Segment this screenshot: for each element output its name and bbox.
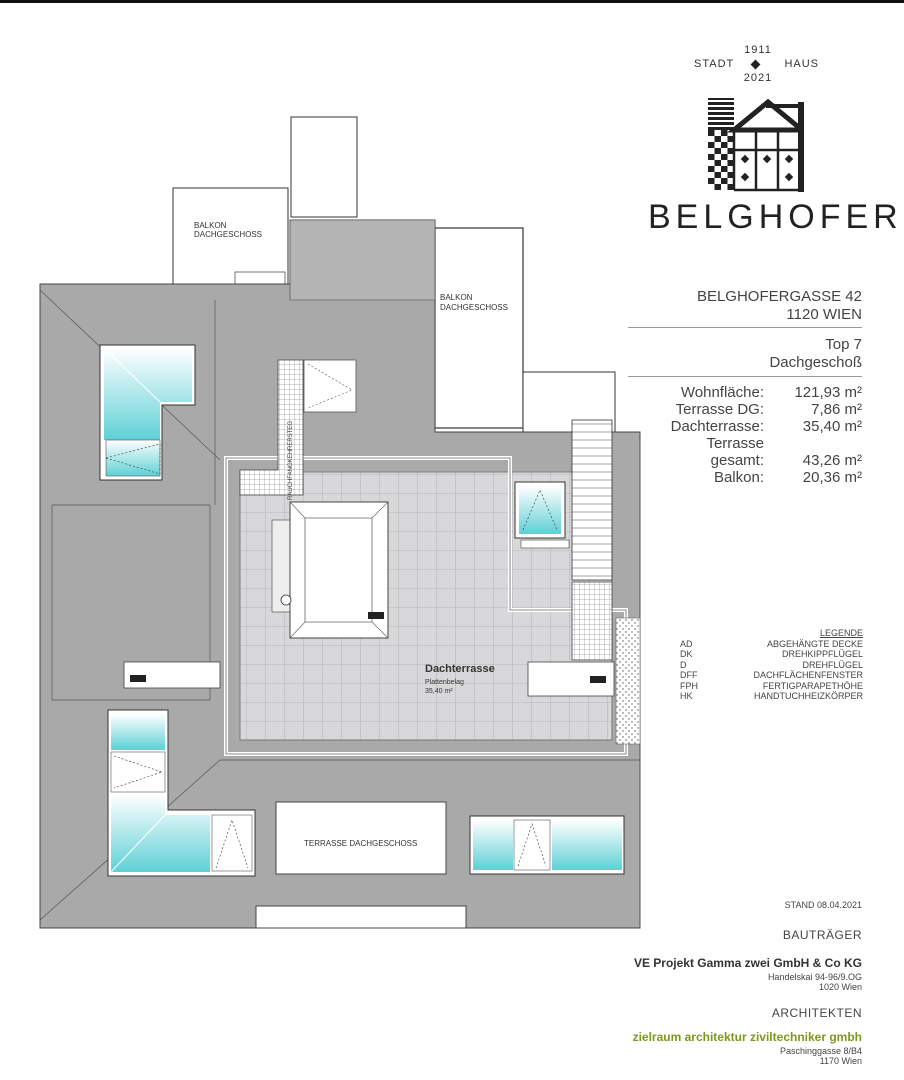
area-row: Terrasse DG:7,86 m²: [675, 401, 862, 418]
brand-wordmark: BELGHOFER: [648, 198, 903, 236]
svg-text:DACHGESCHOSS: DACHGESCHOSS: [440, 303, 508, 312]
roof-terrace-label: Dachterrasse: [425, 663, 495, 675]
divider: [628, 376, 862, 377]
balcony-right-label: BALKON: [440, 293, 473, 302]
balcony-left-label: BALKON: [194, 221, 227, 230]
developer-address: Handelskai 94-96/9.OG 1020 Wien: [767, 972, 862, 992]
address-city: 1120 WIEN: [786, 306, 862, 323]
roof-window-lower-right: [469, 815, 625, 875]
building-logo-icon: [708, 98, 804, 192]
unit-floor: Dachgeschoß: [769, 354, 862, 371]
divider: [628, 327, 862, 328]
area-row: Dachterrasse:35,40 m²: [670, 418, 862, 435]
roof-window-small: [514, 481, 566, 539]
architect-heading: ARCHITEKTEN: [771, 1006, 862, 1020]
unit-info: Top 7 Dachgeschoß: [769, 336, 862, 372]
year-bottom: 2021: [743, 72, 773, 84]
developer-heading: BAUTRÄGER: [782, 928, 862, 942]
roof-window-lower-left: [107, 709, 256, 877]
area-table: Wohnfläche:121,93 m² Terrasse DG:7,86 m²…: [671, 384, 862, 486]
roof-lantern: [271, 501, 389, 639]
area-row: Wohnfläche:121,93 m²: [680, 384, 862, 401]
svg-text:DACHGESCHOSS: DACHGESCHOSS: [194, 230, 262, 239]
chimney-sweep-walkway: [239, 359, 304, 496]
year-top: 1911: [744, 44, 772, 56]
architect-name: zielraum architektur ziviltechniker gmbh: [632, 1030, 862, 1044]
area-row: gesamt:43,26 m²: [710, 452, 862, 469]
address-street: BELGHOFERGASSE 42: [696, 288, 862, 305]
area-row: Balkon:20,36 m²: [713, 469, 862, 486]
legend-title: LEGENDE: [819, 628, 863, 638]
staircase: [571, 419, 613, 581]
area-row: Terrasse: [706, 435, 764, 452]
svg-text:35,40 m²: 35,40 m²: [425, 688, 453, 695]
stand-date: STAND 08.04.2021: [784, 900, 862, 910]
developer-name: VE Projekt Gamma zwei GmbH & Co KG: [633, 956, 862, 970]
top-border: [0, 0, 904, 3]
haus-text: HAUS: [784, 58, 819, 70]
address: BELGHOFERGASSE 42 1120 WIEN: [697, 288, 862, 324]
architect-address: Paschinggasse 8/B4 1170 Wien: [779, 1046, 862, 1066]
svg-text:Plattenbelag: Plattenbelag: [425, 679, 464, 686]
balcony-right: [434, 227, 616, 433]
stadt-text: STADT: [694, 58, 735, 70]
unit-top: Top 7: [825, 336, 862, 353]
terrace-dg-label: TERRASSE DACHGESCHOSS: [304, 839, 417, 848]
chimney-walkway-label: RAUCHFANGKEHRERSTEG: [288, 421, 294, 500]
roof-window-upper-left: [99, 344, 196, 481]
